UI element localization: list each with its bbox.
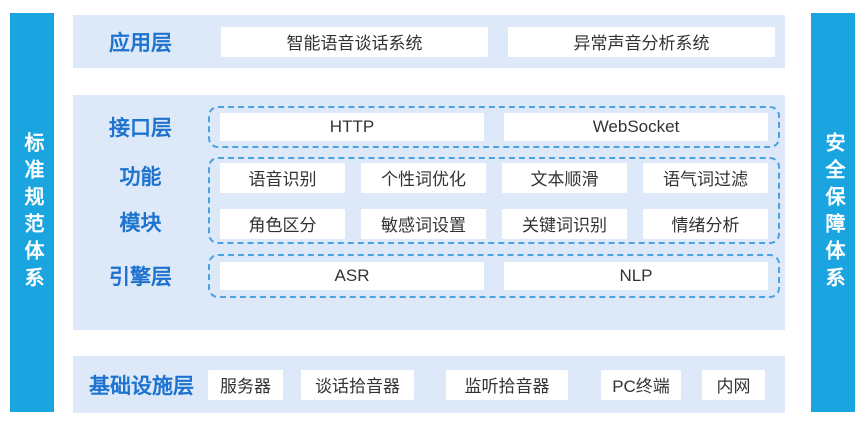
interface-layer-row: 接口层 HTTP WebSocket (73, 106, 785, 148)
function-module-box: 语气词过滤 (643, 162, 768, 193)
infrastructure-item-box: 内网 (702, 369, 765, 400)
infrastructure-layer-label: 基础设施层 (89, 374, 194, 398)
application-item-box: 智能语音谈话系统 (221, 26, 488, 57)
interface-item-box: HTTP (220, 113, 484, 141)
security-system-sidebar: 安全保障体系 (811, 13, 855, 412)
application-item-box: 异常声音分析系统 (508, 26, 775, 57)
application-layer-panel: 应用层 智能语音谈话系统 异常声音分析系统 (73, 15, 785, 68)
function-modules-row-1: 语音识别 个性词优化 文本顺滑 语气词过滤 (220, 162, 768, 193)
engine-layer-label: 引擎层 (109, 266, 172, 289)
infrastructure-item-box: 谈话拾音器 (301, 369, 414, 400)
function-modules-label-line: 模块 (119, 211, 162, 235)
function-module-box: 角色区分 (220, 208, 345, 239)
interface-layer-label: 接口层 (109, 117, 172, 140)
function-module-box: 文本顺滑 (502, 162, 627, 193)
engine-item-box: ASR (220, 262, 484, 290)
function-modules-label-line: 功能 (119, 165, 162, 189)
engine-layer-row: 引擎层 ASR NLP (73, 254, 785, 298)
function-module-box: 情绪分析 (643, 208, 768, 239)
function-module-box: 敏感词设置 (361, 208, 486, 239)
application-layer-items: 智能语音谈话系统 异常声音分析系统 (221, 26, 775, 57)
function-modules-row: 功能 模块 语音识别 个性词优化 文本顺滑 语气词过滤 角色区分 敏感词设置 关… (73, 157, 785, 244)
standards-system-label: 标准规范体系 (21, 131, 43, 294)
infrastructure-layer-panel: 基础设施层 服务器 谈话拾音器 监听拾音器 PC终端 内网 (73, 356, 785, 413)
function-module-box: 语音识别 (220, 162, 345, 193)
platform-panel: 接口层 HTTP WebSocket 功能 模块 语音识别 个性词优化 文本顺滑… (73, 95, 785, 330)
infrastructure-item-box: 服务器 (208, 369, 283, 400)
function-modules-group: 语音识别 个性词优化 文本顺滑 语气词过滤 角色区分 敏感词设置 关键词识别 情… (208, 157, 780, 244)
engine-layer-group: ASR NLP (208, 254, 780, 298)
infrastructure-item-box: 监听拾音器 (446, 369, 568, 400)
interface-layer-group: HTTP WebSocket (208, 106, 780, 148)
function-modules-row-2: 角色区分 敏感词设置 关键词识别 情绪分析 (220, 208, 768, 239)
standards-system-sidebar: 标准规范体系 (10, 13, 54, 412)
interface-item-box: WebSocket (504, 113, 768, 141)
function-modules-label: 功能 模块 (73, 157, 208, 244)
security-system-label: 安全保障体系 (822, 131, 844, 294)
infrastructure-item-box: PC终端 (601, 369, 681, 400)
application-layer-label: 应用层 (109, 31, 172, 55)
function-module-box: 个性词优化 (361, 162, 486, 193)
engine-item-box: NLP (504, 262, 768, 290)
function-module-box: 关键词识别 (502, 208, 627, 239)
